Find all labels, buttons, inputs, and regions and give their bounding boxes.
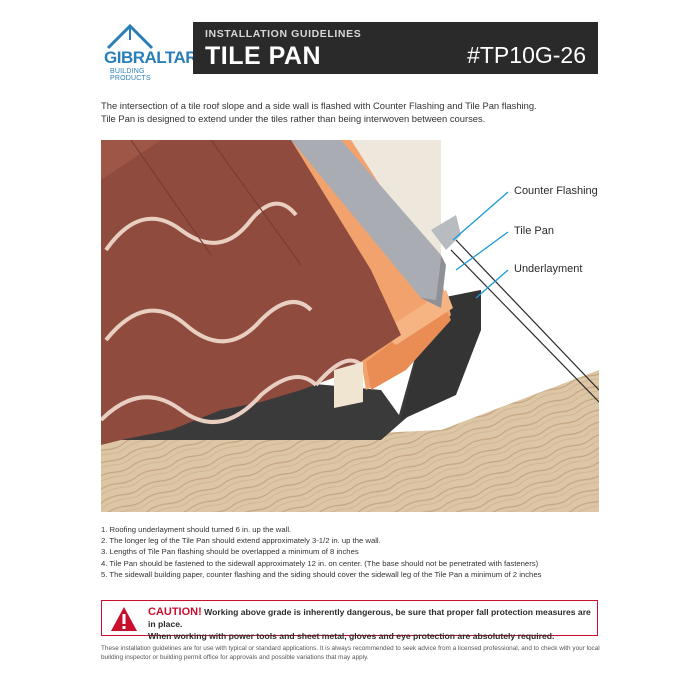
label-counter-flashing: Counter Flashing <box>514 185 598 197</box>
caution-line-2: When working with power tools and sheet … <box>148 631 555 641</box>
logo-roof-icon <box>106 23 154 50</box>
logo-subtitle: BUILDING PRODUCTS <box>110 68 151 82</box>
installation-steps: 1. Roofing underlayment should turned 6 … <box>101 524 601 580</box>
counter-flashing-leader <box>452 191 509 241</box>
step-item: 5. The sidewall building paper, counter … <box>101 569 542 579</box>
tile-curve <box>101 375 318 424</box>
step-item: 3. Lengths of Tile Pan flashing should b… <box>101 547 359 557</box>
header-eyebrow: INSTALLATION GUIDELINES <box>205 28 362 40</box>
gibraltar-logo: GIBRALTAR BUILDING PRODUCTS <box>100 20 198 82</box>
intro-line-2: Tile Pan is designed to extend under the… <box>101 113 486 124</box>
tile-pan-diagram: Counter Flashing Tile Pan Underlayment <box>101 140 599 512</box>
underlayment-leader <box>475 269 509 299</box>
caution-box: CAUTION! Working above grade is inherent… <box>101 600 598 641</box>
caution-word: CAUTION! <box>148 606 202 618</box>
header-bar: INSTALLATION GUIDELINES TILE PAN #TP10G-… <box>193 22 598 74</box>
tile-curve <box>104 201 298 252</box>
counter-flashing <box>291 140 441 300</box>
roof-tiles <box>101 140 401 445</box>
warning-icon <box>111 607 137 631</box>
caution-line-1: Working above grade is inherently danger… <box>148 607 591 629</box>
tile-curve <box>104 300 313 344</box>
page-title: TILE PAN <box>205 42 322 70</box>
step-item: 4. Tile Pan should be fastened to the si… <box>101 558 539 568</box>
step-item: 1. Roofing underlayment should turned 6 … <box>101 525 292 534</box>
wood-deck-right <box>161 370 599 512</box>
diagram-illustration <box>101 140 599 512</box>
eave-closure <box>334 362 363 408</box>
caution-text: CAUTION! Working above grade is inherent… <box>148 606 593 642</box>
footer-disclaimer: These installation guidelines are for us… <box>101 645 600 661</box>
step-item: 2. The longer leg of the Tile Pan should… <box>101 536 381 546</box>
label-tile-pan: Tile Pan <box>514 225 554 237</box>
intro-text: The intersection of a tile roof slope an… <box>101 99 601 125</box>
label-underlayment: Underlayment <box>514 263 583 275</box>
logo-name: GIBRALTAR <box>104 48 198 67</box>
product-code: #TP10G-26 <box>467 42 586 68</box>
intro-line-1: The intersection of a tile roof slope an… <box>101 100 537 111</box>
tile-pan-leader <box>455 231 509 271</box>
